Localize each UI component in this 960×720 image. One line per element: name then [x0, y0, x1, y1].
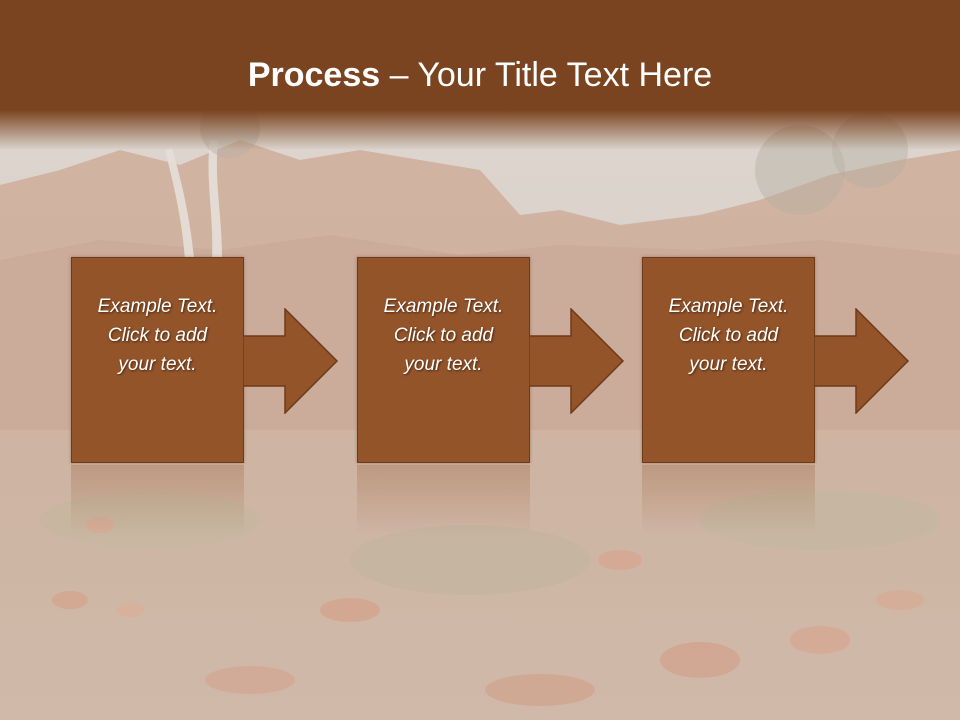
arrow-right-icon: [814, 308, 910, 414]
title-rest: – Your Title Text Here: [380, 56, 713, 94]
process-step-3-reflection: [642, 465, 815, 535]
title-bar: [0, 0, 960, 150]
process-step-1[interactable]: Example Text. Click to add your text.: [71, 257, 244, 463]
process-step-3[interactable]: Example Text. Click to add your text.: [642, 257, 815, 463]
process-step-3-text[interactable]: Example Text. Click to add your text.: [668, 295, 789, 375]
process-step-2[interactable]: Example Text. Click to add your text.: [357, 257, 530, 463]
slide-title[interactable]: Process – Your Title Text Here: [0, 52, 960, 98]
process-step-2-text[interactable]: Example Text. Click to add your text.: [383, 295, 504, 375]
arrow-right-icon: [529, 308, 625, 414]
process-step-1-reflection: [71, 465, 244, 535]
process-step-1-text[interactable]: Example Text. Click to add your text.: [97, 295, 218, 375]
title-strong: Process: [247, 56, 381, 94]
process-step-2-reflection: [357, 465, 530, 535]
arrow-right-icon: [243, 308, 339, 414]
